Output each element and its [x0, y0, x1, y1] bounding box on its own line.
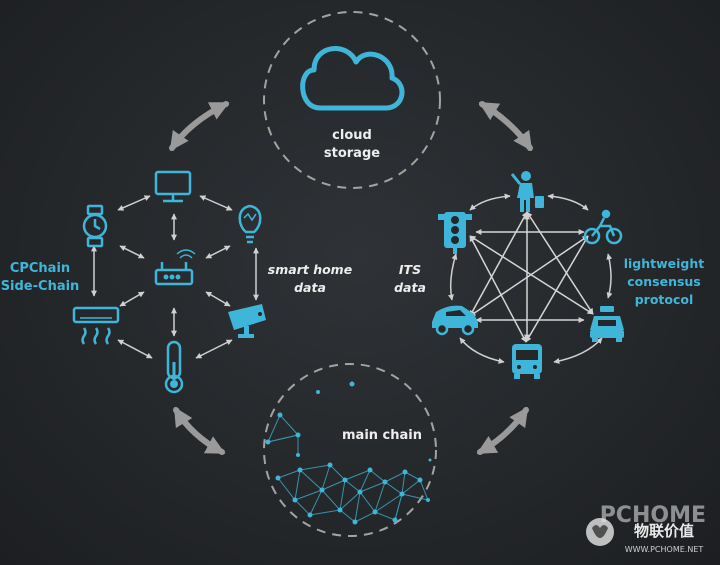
pchome-watermark: PCHOME 物联价值 WWW.PCHOME.NET: [586, 503, 706, 554]
arrow-cloud-to-its: [478, 101, 533, 152]
consensus-label-line1: lightweight: [624, 256, 705, 271]
taxi-icon: [590, 306, 624, 342]
arrow-cloud-to-home: [169, 101, 230, 152]
side-chain-label-line1: CPChain: [10, 261, 70, 276]
pedestrian-icon: [510, 171, 544, 212]
outer-arrows: [169, 101, 533, 455]
watermark-url: WWW.PCHOME.NET: [625, 545, 704, 554]
its-ring-arrows: [448, 193, 613, 364]
cloud-label-line2: storage: [324, 146, 380, 161]
its-star-network: [469, 211, 594, 343]
bus-icon: [512, 344, 542, 379]
traffic-light-icon: [438, 212, 472, 254]
consensus-label-line3: protocol: [635, 292, 694, 307]
thermometer-icon: [164, 340, 184, 394]
watermark-chinese: 物联价值: [634, 522, 694, 540]
smart-home-label-line1: smart home: [268, 262, 352, 277]
main-chain-dashed-circle: [263, 363, 437, 537]
main-chain-label: main chain: [342, 428, 422, 443]
consensus-label-line2: consensus: [627, 274, 701, 289]
cloud-icon: [300, 46, 405, 111]
car-icon: [432, 305, 478, 336]
bicycle-icon: [583, 209, 623, 245]
air-conditioner-icon: [72, 306, 120, 345]
its-label-line1: ITS: [399, 262, 421, 277]
lightbulb-icon: [238, 204, 262, 244]
arrow-home-to-chain: [173, 406, 226, 455]
watch-icon: [82, 204, 108, 248]
smart-home-label-line2: data: [294, 280, 326, 295]
cloud-dashed-circle: [263, 11, 441, 189]
its-label-line2: data: [394, 280, 426, 295]
security-camera-icon: [228, 304, 266, 338]
home-arrows: [91, 195, 259, 359]
tv-icon: [154, 170, 192, 203]
main-chain-network: [265, 381, 432, 525]
watermark-brand: PCHOME: [600, 503, 706, 528]
cloud-label-line1: cloud: [332, 128, 372, 143]
router-icon: [154, 249, 196, 286]
arrow-its-to-chain: [476, 406, 529, 455]
side-chain-label-line2: Side-Chain: [1, 279, 80, 294]
